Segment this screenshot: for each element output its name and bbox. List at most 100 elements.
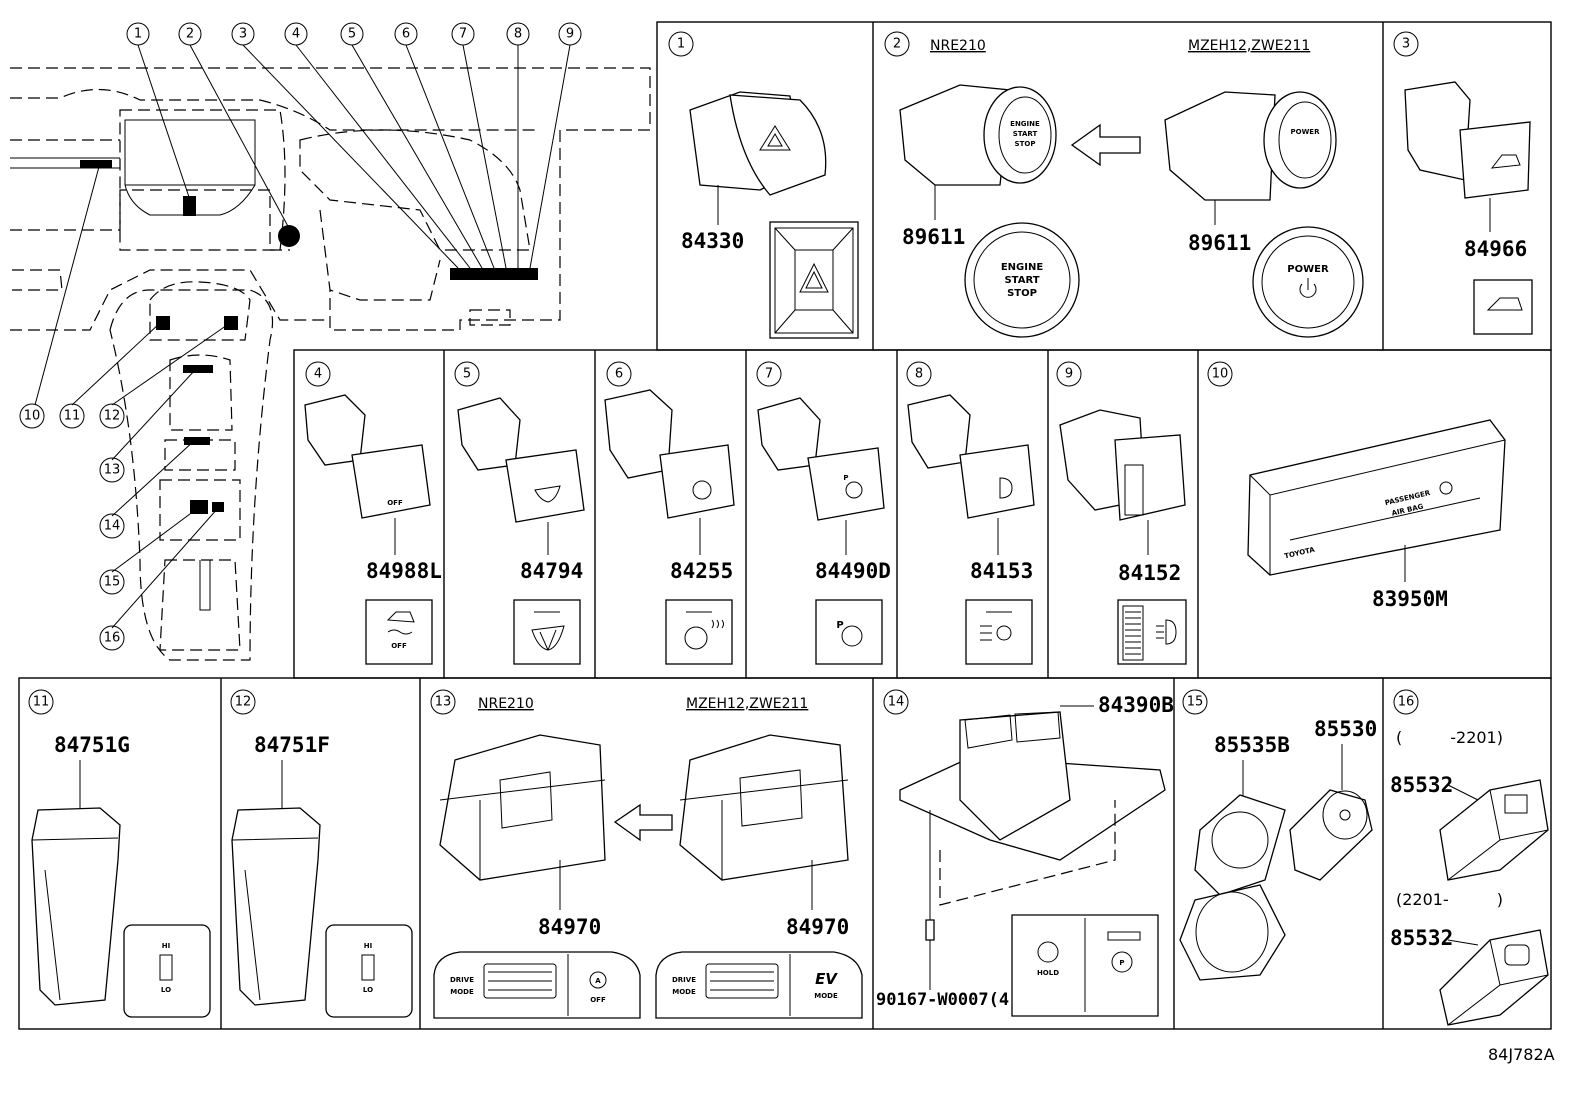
svg-text:P: P [1119, 959, 1124, 967]
callout-3: 3 [239, 27, 247, 42]
panel-15: 15 85535B 85530 [1179, 689, 1377, 981]
svg-text:P: P [843, 474, 848, 482]
panel-grid [18, 21, 1552, 1030]
svg-text:10: 10 [1212, 367, 1229, 382]
part-84794: 84794 [520, 559, 583, 583]
svg-text:15: 15 [1187, 695, 1204, 710]
part-84490D: 84490D [815, 559, 891, 583]
panel-8: 8 84153 [906, 361, 1035, 665]
panel-13: 13 NRE210 MZEH12,ZWE211 84970 84970 DRIV… [430, 689, 863, 1019]
overview-dashboard: 1 2 3 4 5 6 7 8 9 10 11 12 13 14 15 16 [10, 22, 651, 661]
callout-7: 7 [459, 27, 467, 42]
part-84970-left: 84970 [538, 915, 601, 939]
part-84153: 84153 [970, 559, 1033, 583]
panel-9: 9 84152 [1056, 361, 1187, 665]
panel-16: 16 ( -2201) 85532 (2201- ) 85532 [1390, 689, 1549, 1026]
callout-1: 1 [134, 27, 142, 42]
svg-text:DRIVE: DRIVE [672, 976, 696, 984]
svg-text:OFF: OFF [387, 499, 403, 507]
svg-text:ENGINE: ENGINE [1010, 120, 1040, 128]
variant-left: NRE210 [930, 38, 986, 54]
callout-12: 12 [104, 409, 121, 424]
svg-text:HI: HI [162, 942, 170, 950]
svg-text:P: P [836, 620, 843, 631]
part-90167-W0007: 90167-W0007(4) [876, 990, 1019, 1010]
variant-left: NRE210 [478, 696, 534, 712]
part-84751G: 84751G [54, 733, 130, 757]
callout-10: 10 [24, 409, 41, 424]
callout-11: 11 [64, 409, 81, 424]
svg-text:16: 16 [1398, 695, 1415, 710]
part-85532-bottom: 85532 [1390, 926, 1453, 950]
svg-text:14: 14 [888, 695, 905, 710]
svg-text:HOLD: HOLD [1037, 969, 1059, 977]
part-84152: 84152 [1118, 561, 1181, 585]
svg-text:MODE: MODE [814, 992, 838, 1000]
svg-text:OFF: OFF [590, 996, 606, 1004]
variant-top: ( -2201) [1396, 728, 1503, 747]
panel-2: 2 NRE210 MZEH12,ZWE211 ENGINE START STOP… [884, 31, 1364, 338]
callout-5: 5 [348, 27, 356, 42]
svg-text:2: 2 [893, 37, 901, 52]
part-85535B: 85535B [1214, 733, 1290, 757]
svg-text:STOP: STOP [1007, 288, 1037, 299]
callout-13: 13 [104, 463, 121, 478]
panel-4: 4 OFF 84988L OFF [304, 361, 442, 665]
part-84751F: 84751F [254, 733, 330, 757]
svg-text:1: 1 [677, 37, 685, 52]
svg-text:7: 7 [765, 367, 773, 382]
part-84970-right: 84970 [786, 915, 849, 939]
panel-11: 11 84751G HI LO [28, 689, 211, 1018]
svg-text:MODE: MODE [450, 988, 474, 996]
svg-text:HI: HI [364, 942, 372, 950]
svg-text:12: 12 [235, 695, 252, 710]
part-84390B: 84390B [1098, 693, 1174, 717]
svg-text:5: 5 [463, 367, 471, 382]
variant-right: MZEH12,ZWE211 [1188, 38, 1310, 54]
part-89611-right: 89611 [1188, 231, 1251, 255]
callout-6: 6 [402, 27, 410, 42]
svg-text:13: 13 [435, 695, 452, 710]
callout-4: 4 [292, 27, 300, 42]
svg-text:3: 3 [1402, 37, 1410, 52]
svg-text:POWER: POWER [1291, 128, 1321, 136]
panel-14: 14 84390B 90167-W0007(4) HOLD P [876, 689, 1174, 1017]
panel-1: 1 84330 [668, 31, 859, 339]
diagram-code: 84J782A [1488, 1045, 1555, 1064]
variant-bottom: (2201- ) [1396, 890, 1503, 909]
part-84255: 84255 [670, 559, 733, 583]
panel-3: 3 84966 [1393, 31, 1533, 335]
svg-text:A: A [595, 977, 601, 985]
svg-text:11: 11 [33, 695, 50, 710]
callout-2: 2 [186, 27, 194, 42]
svg-text:8: 8 [915, 367, 923, 382]
part-85530: 85530 [1314, 717, 1377, 741]
svg-text:LO: LO [161, 986, 171, 994]
callout-14: 14 [104, 519, 121, 534]
svg-text:DRIVE: DRIVE [450, 976, 474, 984]
part-89611-left: 89611 [902, 225, 965, 249]
panel-7: 7 P 84490D P [756, 361, 891, 665]
callout-9: 9 [566, 27, 574, 42]
svg-text:OFF: OFF [391, 642, 407, 650]
panel-5: 5 84794 [454, 361, 585, 665]
svg-text:9: 9 [1065, 367, 1073, 382]
svg-text:START: START [1004, 275, 1039, 286]
svg-text:START: START [1013, 130, 1038, 138]
panel-6: 6 84255 [604, 361, 735, 665]
svg-text:4: 4 [314, 367, 322, 382]
svg-text:STOP: STOP [1015, 140, 1036, 148]
variant-right: MZEH12,ZWE211 [686, 696, 808, 712]
svg-text:POWER: POWER [1287, 264, 1329, 275]
callout-15: 15 [104, 575, 121, 590]
svg-text:LO: LO [363, 986, 373, 994]
callout-8: 8 [514, 27, 522, 42]
part-85532-top: 85532 [1390, 773, 1453, 797]
svg-text:6: 6 [615, 367, 623, 382]
panel-12: 12 84751F HI LO [230, 689, 413, 1018]
callout-16: 16 [104, 631, 121, 646]
part-84966: 84966 [1464, 237, 1527, 261]
part-84988L: 84988L [366, 559, 442, 583]
svg-text:MODE: MODE [672, 988, 696, 996]
